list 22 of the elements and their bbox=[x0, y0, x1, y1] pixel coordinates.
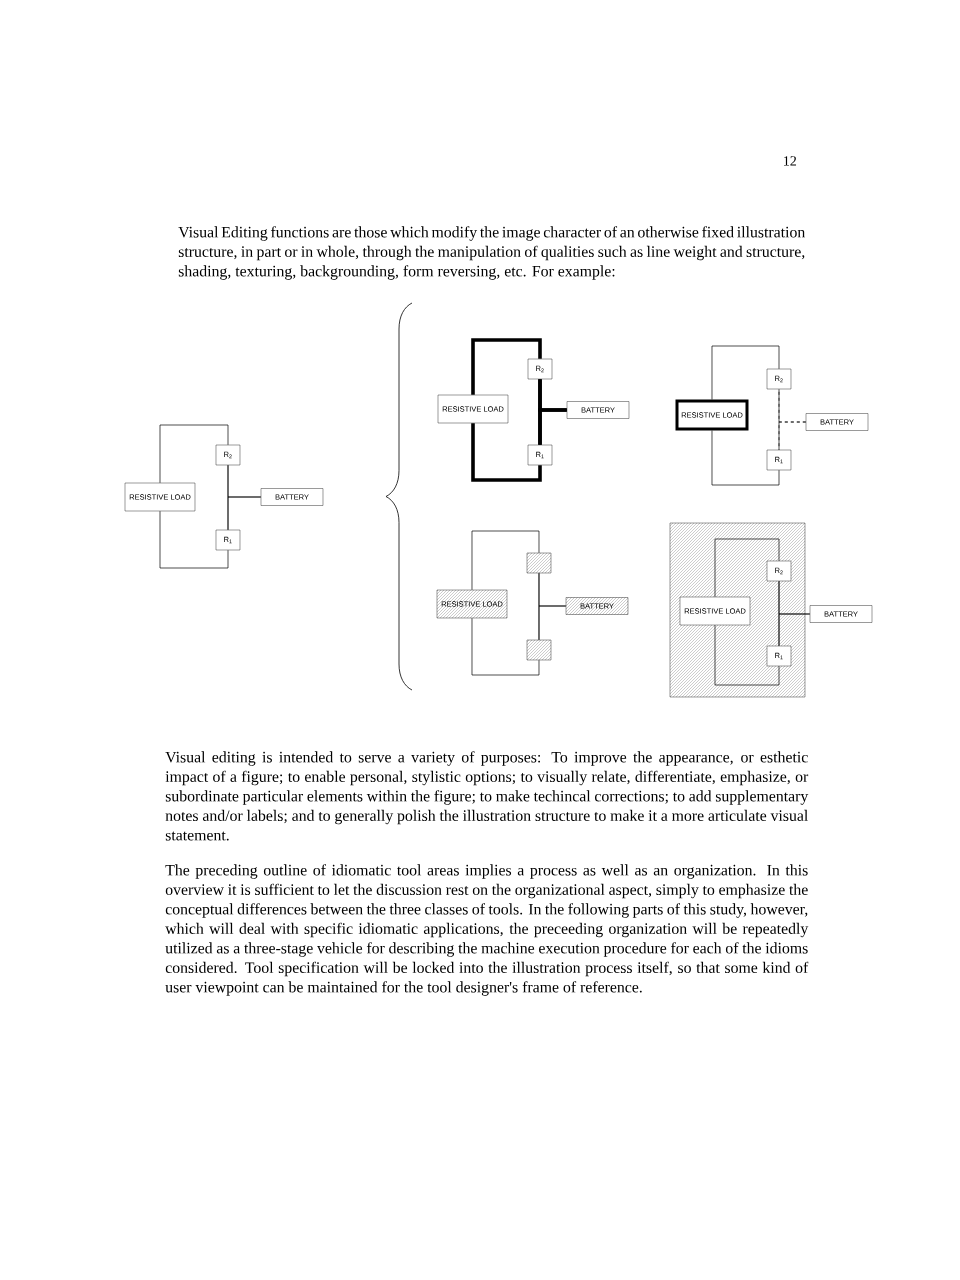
wire bbox=[471, 338, 542, 395]
wire bbox=[778, 388, 780, 451]
wire bbox=[538, 408, 567, 445]
wire bbox=[227, 496, 262, 531]
wire bbox=[778, 613, 811, 647]
wire bbox=[711, 345, 780, 400]
hatched-box bbox=[526, 639, 552, 661]
wire bbox=[471, 617, 540, 676]
wire bbox=[714, 624, 780, 686]
wire bbox=[711, 430, 780, 486]
paragraph: The preceding outline of idiomatic tool areas implies a process as well as an organization. In this overview it is sufficient to let the discussion rest on the organizational aspect, simply to emphasize the conceptual differences between the three classes of tools. In the following parts of this study, however, which will deal with specific idiomatic applications, the preceeding organization will be repeatedly utilized as a three-stage vehicle for describing the machine execution procedure for each of the idioms considered. Tool specification will be locked into the illustration process itself, so that some kind of user viewpoint can be maintained for the tool designer's frame of reference. bbox=[165, 864, 809, 996]
wire bbox=[714, 538, 780, 598]
wire bbox=[159, 510, 229, 569]
wire bbox=[538, 605, 567, 641]
hatched-box bbox=[526, 552, 552, 574]
paragraph: Visual editing is intended to serve a variety of purposes: To improve the appearance, or esthetic impact of a figure; to enable personal, stylistic options; to visually relate, differentiate, emphasize, or subordinate particular elements within the figure; to make techincal corrections; to add supplementary notes and/or labels; and to generally polish the illustration structure to make it a more articulate visual statement. bbox=[165, 751, 809, 841]
page-number: 12 bbox=[784, 156, 797, 166]
wire bbox=[471, 530, 540, 591]
wire bbox=[471, 423, 542, 482]
wire bbox=[159, 424, 229, 484]
paragraph: Visual Editing functions are those which modify the image character of an otherwise fixed illustration structure, in part or in whole, through the manipulation of qualities such as line weight and structure, shading, texturing, backgrounding, form reversing, etc. For example: bbox=[178, 226, 806, 280]
wire bbox=[778, 421, 807, 451]
